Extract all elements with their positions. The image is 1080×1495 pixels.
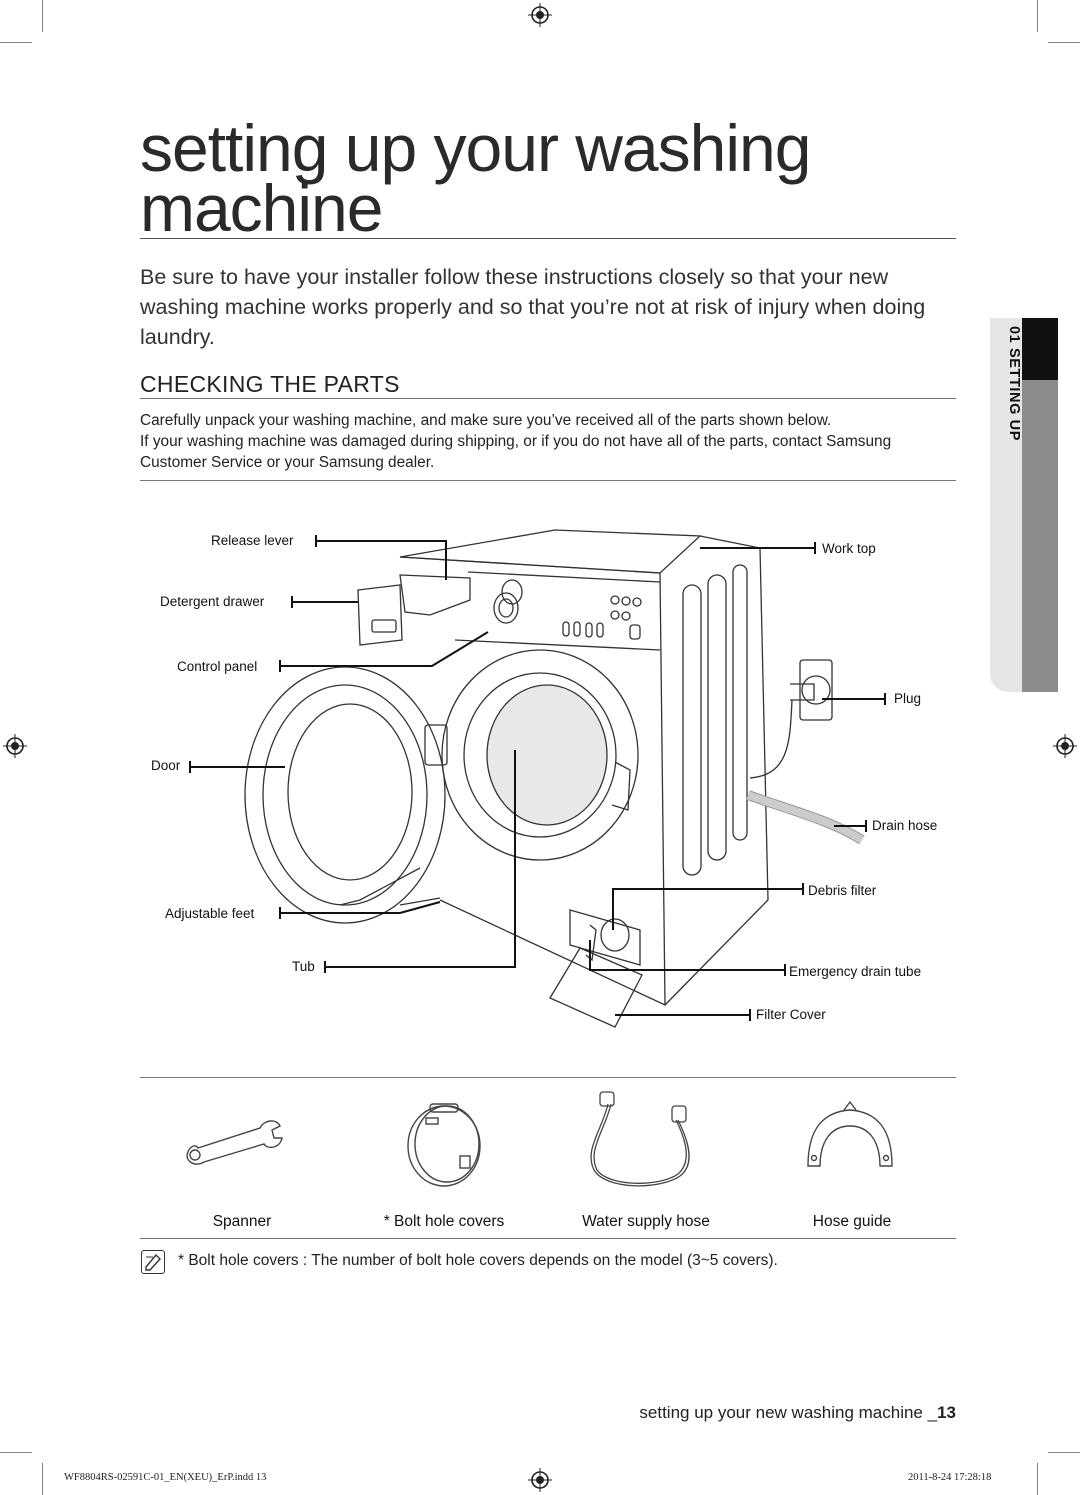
water-supply-hose-icon <box>590 1091 690 1187</box>
note-body: : The number of bolt hole covers depends… <box>298 1252 778 1269</box>
parts-divider <box>140 1077 956 1078</box>
label-control-panel: Control panel <box>177 659 258 674</box>
crop-mark <box>0 1452 32 1453</box>
part-label: Water supply hose <box>582 1213 710 1230</box>
registration-mark-icon <box>1053 734 1077 758</box>
title-divider <box>140 238 956 239</box>
label-tub: Tub <box>292 959 315 974</box>
section-body: Carefully unpack your washing machine, a… <box>140 410 956 473</box>
section-body-divider <box>140 480 956 481</box>
crop-mark <box>1048 42 1080 43</box>
registration-mark-icon <box>528 3 552 27</box>
label-adjustable-feet: Adjustable feet <box>165 906 255 921</box>
section-body-line: If your washing machine was damaged duri… <box>140 433 892 471</box>
crop-mark <box>42 0 43 32</box>
hose-guide-icon <box>807 1100 893 1167</box>
part-label: Spanner <box>212 1213 272 1230</box>
side-tab-strip <box>1022 380 1058 692</box>
side-tab-marker <box>1022 318 1058 380</box>
section-divider <box>140 398 956 399</box>
label-work-top: Work top <box>822 541 876 556</box>
side-tab-background <box>990 318 1024 692</box>
label-detergent-drawer: Detergent drawer <box>160 594 265 609</box>
note-icon <box>141 1250 165 1274</box>
note-term: * Bolt hole covers <box>178 1252 299 1269</box>
imprint-file: WF8804RS-02591C-01_EN(XEU)_ErP.indd 13 <box>64 1472 267 1483</box>
note-text: * Bolt hole covers : The number of bolt … <box>178 1252 778 1270</box>
part-label: * Bolt hole covers <box>383 1213 505 1230</box>
label-release-lever: Release lever <box>211 533 294 548</box>
section-body-line: Carefully unpack your washing machine, a… <box>140 412 832 429</box>
crop-mark <box>42 1463 43 1495</box>
crop-mark <box>1048 1452 1080 1453</box>
bolt-hole-cover-icon <box>407 1103 481 1187</box>
label-emergency-drain-tube: Emergency drain tube <box>789 964 922 979</box>
registration-mark-icon <box>528 1468 552 1492</box>
section-heading: CHECKING THE PARTS <box>140 371 400 397</box>
footer-text: setting up your new washing machine _ <box>639 1403 938 1422</box>
spanner-icon <box>186 1120 283 1165</box>
side-tab-label: 01 SETTING UP <box>1006 326 1022 441</box>
parts-bottom-divider <box>140 1238 956 1239</box>
registration-mark-icon <box>3 734 27 758</box>
intro-paragraph: Be sure to have your installer follow th… <box>140 265 926 349</box>
page-number: 13 <box>937 1403 956 1422</box>
washing-machine-illustration <box>244 529 865 1028</box>
crop-mark <box>0 42 32 43</box>
imprint-timestamp: 2011-8-24 17:28:18 <box>908 1472 992 1483</box>
label-door: Door <box>151 758 181 773</box>
page-title: setting up your washing machine <box>140 111 811 245</box>
part-label: Hose guide <box>812 1213 892 1230</box>
page-footer: setting up your new washing machine _13 <box>540 1403 956 1423</box>
washing-machine-diagram <box>189 529 886 1028</box>
crop-mark <box>1037 0 1038 32</box>
label-drain-hose: Drain hose <box>872 818 938 833</box>
label-filter-cover: Filter Cover <box>756 1007 826 1022</box>
label-debris-filter: Debris filter <box>808 883 877 898</box>
label-plug: Plug <box>894 691 922 706</box>
crop-mark <box>1037 1463 1038 1495</box>
